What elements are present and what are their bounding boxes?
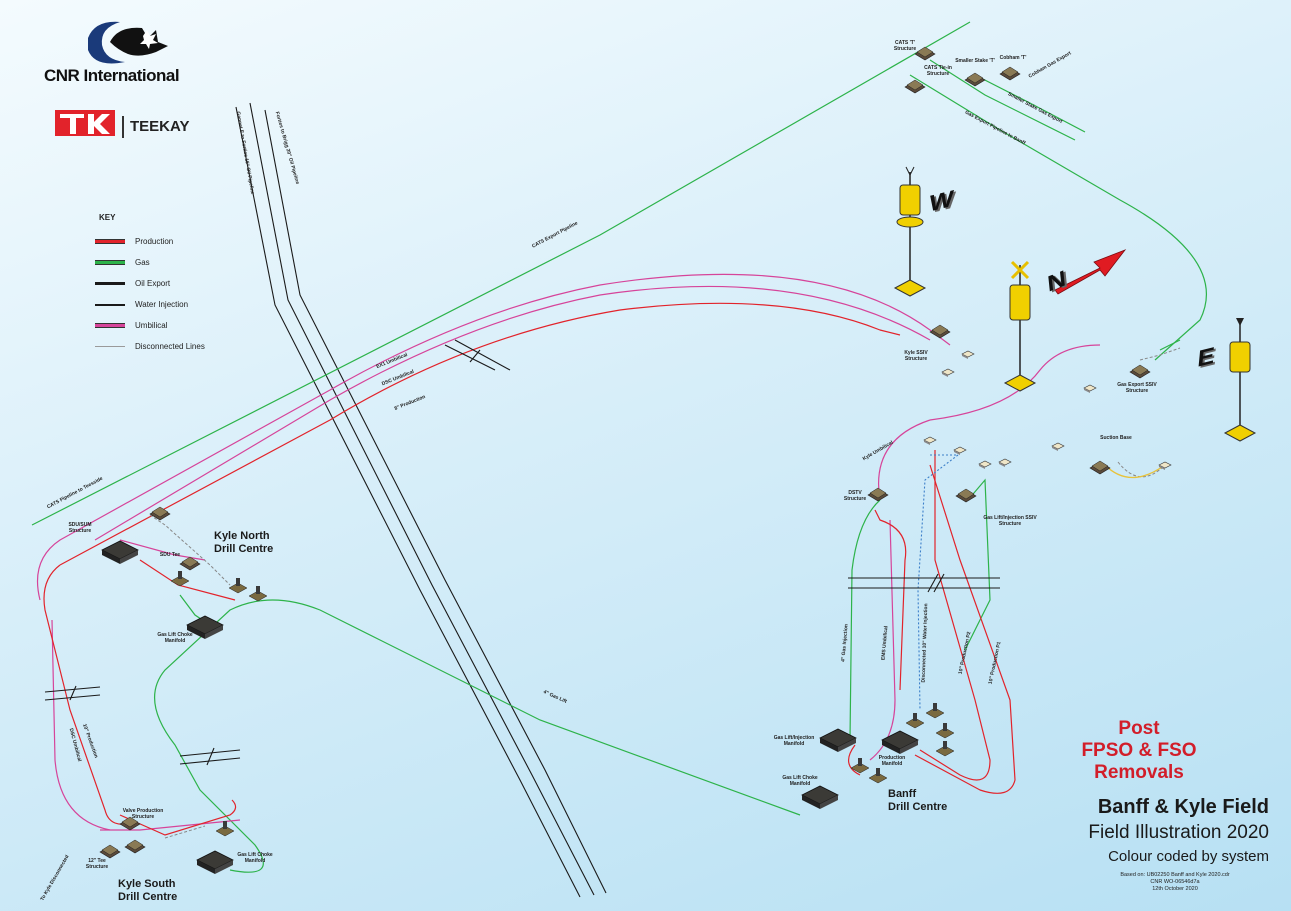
structure-label: Kyle SSIV Structure bbox=[904, 350, 928, 362]
disconnected-water-injection bbox=[917, 454, 960, 711]
structure-label: Gas Export SSIV Structure bbox=[1117, 382, 1157, 394]
structure-label: Gas Lift/Injection Manifold bbox=[773, 735, 815, 747]
structure-label: Gas Lift Choke Manifold bbox=[782, 775, 818, 787]
field-illustration-title: Field Illustration 2020 bbox=[1088, 822, 1269, 843]
teekay-logo-text: TEEKAY bbox=[122, 116, 189, 138]
structure-label: Gas Lift/Injection SSIV Structure bbox=[983, 515, 1037, 527]
legend-item: Disconnected Lines bbox=[95, 336, 205, 357]
legend-label: Umbilical bbox=[135, 321, 168, 330]
structure-label: Gas Lift Choke Manifold bbox=[157, 632, 193, 644]
buoy-w bbox=[893, 166, 927, 297]
oil-export-pipelines bbox=[235, 102, 607, 898]
suction-base-line bbox=[1104, 464, 1166, 478]
legend-label: Gas bbox=[135, 258, 150, 267]
structure-label: Cobham 'T' bbox=[999, 55, 1027, 61]
structure-label: DSTV Structure bbox=[843, 490, 867, 502]
colour-coded-subtitle: Colour coded by system bbox=[1108, 848, 1269, 865]
kyle-north-label: Kyle North Drill Centre bbox=[214, 530, 274, 555]
structure-label: SDU Tee bbox=[159, 552, 181, 558]
legend-item: Water Injection bbox=[95, 294, 205, 315]
legend: KEY Production Gas Oil Export Water Inje… bbox=[95, 213, 205, 357]
legend-label: Disconnected Lines bbox=[135, 342, 205, 351]
gas-pipelines bbox=[31, 21, 1208, 873]
legend-swatch bbox=[95, 346, 125, 347]
field-title: Banff & Kyle Field bbox=[1097, 796, 1269, 818]
structure-label: CATS 'T' Structure bbox=[893, 40, 917, 52]
document-reference: Based on: UB02250 Banff and Kyle 2020.cd… bbox=[1120, 872, 1230, 892]
structure-label: Production Manifold bbox=[878, 755, 906, 767]
structure-label: Gas Lift Choke Manifold bbox=[237, 852, 273, 864]
umbilical-lines bbox=[36, 273, 1101, 831]
structure-label: Valve Production Structure bbox=[122, 808, 164, 820]
legend-swatch bbox=[95, 303, 125, 306]
post-removals-title: Post FPSO & FSO Removals bbox=[1081, 718, 1197, 783]
legend-label: Production bbox=[135, 237, 174, 246]
cnr-logo-text: CNR International bbox=[44, 66, 180, 85]
legend-item: Umbilical bbox=[95, 315, 205, 336]
legend-label: Oil Export bbox=[135, 279, 171, 288]
legend-swatch bbox=[95, 282, 125, 285]
buoy-n bbox=[1003, 260, 1037, 392]
legend-label: Water Injection bbox=[135, 300, 189, 309]
buoy-e bbox=[1223, 318, 1257, 442]
legend-swatch bbox=[95, 323, 125, 328]
legend-item: Gas bbox=[95, 252, 205, 273]
teekay-logo-icon bbox=[55, 110, 115, 136]
cnr-logo-icon bbox=[88, 21, 168, 64]
structure-label: Suction Base bbox=[1100, 435, 1132, 441]
structure-label: 12" Tee Structure bbox=[85, 858, 109, 870]
disconnection-markers bbox=[44, 339, 1000, 766]
compass-e: E bbox=[1196, 342, 1216, 373]
legend-swatch bbox=[95, 239, 125, 244]
legend-item: Oil Export bbox=[95, 273, 205, 294]
structure-label: CATS Tie-in Structure bbox=[924, 65, 952, 77]
structure-label: Smaller Stake 'T' bbox=[955, 58, 995, 64]
legend-title: KEY bbox=[99, 213, 116, 222]
legend-item: Production bbox=[95, 231, 205, 252]
north-arrow-icon bbox=[1054, 249, 1127, 295]
legend-swatch bbox=[95, 260, 125, 265]
kyle-south-label: Kyle South Drill Centre bbox=[118, 878, 178, 903]
structure-label: SDU/SUM Structure bbox=[68, 522, 92, 534]
banff-label: Banff Drill Centre bbox=[888, 788, 948, 813]
